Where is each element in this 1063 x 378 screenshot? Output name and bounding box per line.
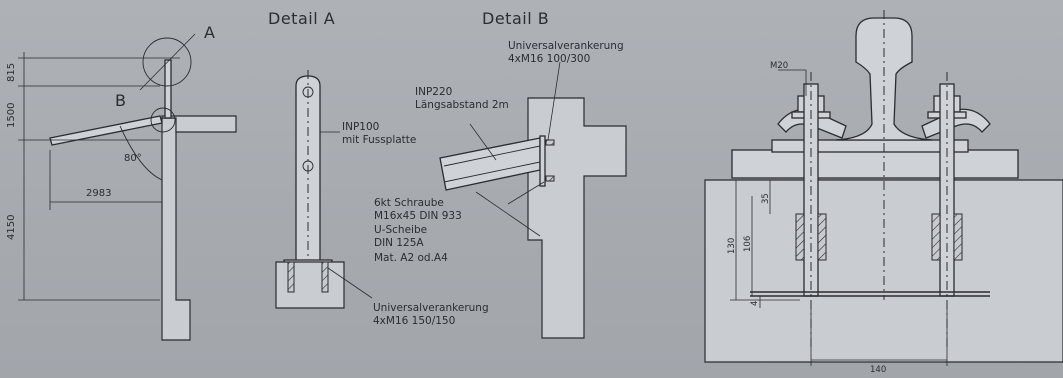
angle-label: 80° bbox=[124, 153, 142, 164]
profile-label-1: INP100 bbox=[342, 121, 379, 133]
detail-a-title: Detail A bbox=[268, 9, 335, 28]
material-label: Mat. A2 od.A4 bbox=[374, 252, 448, 264]
detail-b-view: Detail B Universalverankerung 4xM16 100/… bbox=[374, 9, 627, 339]
dim-4150: 4150 bbox=[6, 215, 17, 240]
profile-label-2: mit Fussplatte bbox=[342, 134, 416, 146]
callout-b-label: B bbox=[115, 91, 126, 110]
dim-35: 35 bbox=[761, 193, 771, 204]
rail-section-view: M20 35 106 130 4 140 bbox=[704, 10, 1063, 375]
anchor-b-label-1: Universalverankerung bbox=[508, 40, 624, 52]
beam-label-1: INP220 bbox=[415, 86, 452, 98]
dim-130: 130 bbox=[727, 238, 737, 254]
dim-815: 815 bbox=[6, 63, 17, 82]
anchor-a-label-2: 4xM16 150/150 bbox=[373, 315, 455, 327]
dim-1500: 1500 bbox=[6, 103, 17, 128]
anchor-a-label-1: Universalverankerung bbox=[373, 302, 489, 314]
dim-140: 140 bbox=[870, 365, 886, 375]
bolt-label: M20 bbox=[770, 61, 788, 71]
detail-b-title: Detail B bbox=[482, 9, 549, 28]
screw-label-2: M16x45 DIN 933 bbox=[374, 210, 462, 222]
dim-2983: 2983 bbox=[86, 188, 111, 199]
washer-label-1: U-Scheibe bbox=[374, 224, 427, 236]
dim-106: 106 bbox=[743, 236, 753, 252]
washer-label-2: DIN 125A bbox=[374, 237, 424, 249]
detail-a-view: Detail A INP100 mit Fussplatte Universal… bbox=[268, 9, 489, 327]
beam-label-2: Längsabstand 2m bbox=[415, 99, 509, 111]
dim-4: 4 bbox=[750, 301, 760, 306]
callout-a-label: A bbox=[204, 23, 215, 42]
overview-view: A B 815 1500 4150 2983 80° bbox=[6, 23, 237, 341]
anchor-b-label-2: 4xM16 100/300 bbox=[508, 53, 590, 65]
screw-label-1: 6kt Schraube bbox=[374, 197, 444, 209]
